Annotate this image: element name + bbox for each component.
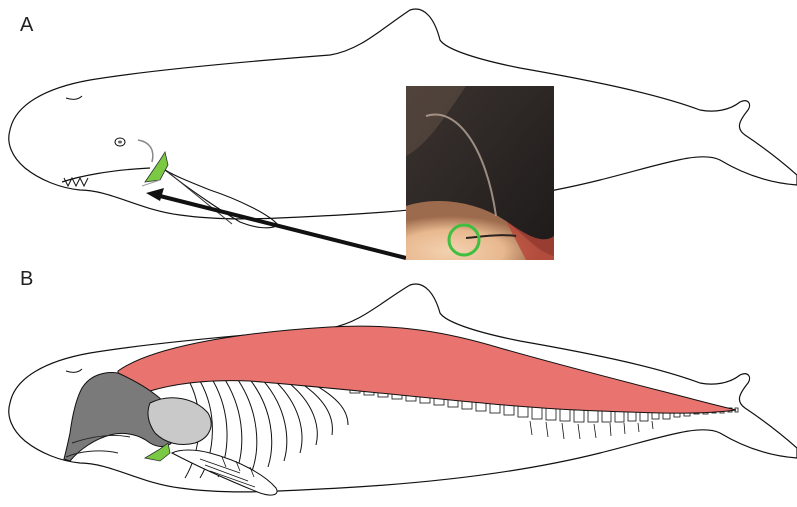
- blowhole-b: [66, 369, 82, 372]
- green-ear-structure: [145, 152, 168, 182]
- whale-outline-a: [0, 0, 797, 260]
- ear-canal: [138, 140, 153, 162]
- chevron-bones: [530, 421, 653, 439]
- pointer-arrow-head: [146, 188, 164, 201]
- blowhole: [66, 96, 82, 99]
- dissection-photo: [406, 86, 554, 260]
- pointer-arrow-line: [160, 196, 406, 258]
- lower-jaw-teeth: [64, 178, 88, 186]
- whale-skeleton-b: [0, 253, 797, 507]
- mouth-line: [62, 168, 150, 182]
- whale-body-outline: [9, 9, 797, 219]
